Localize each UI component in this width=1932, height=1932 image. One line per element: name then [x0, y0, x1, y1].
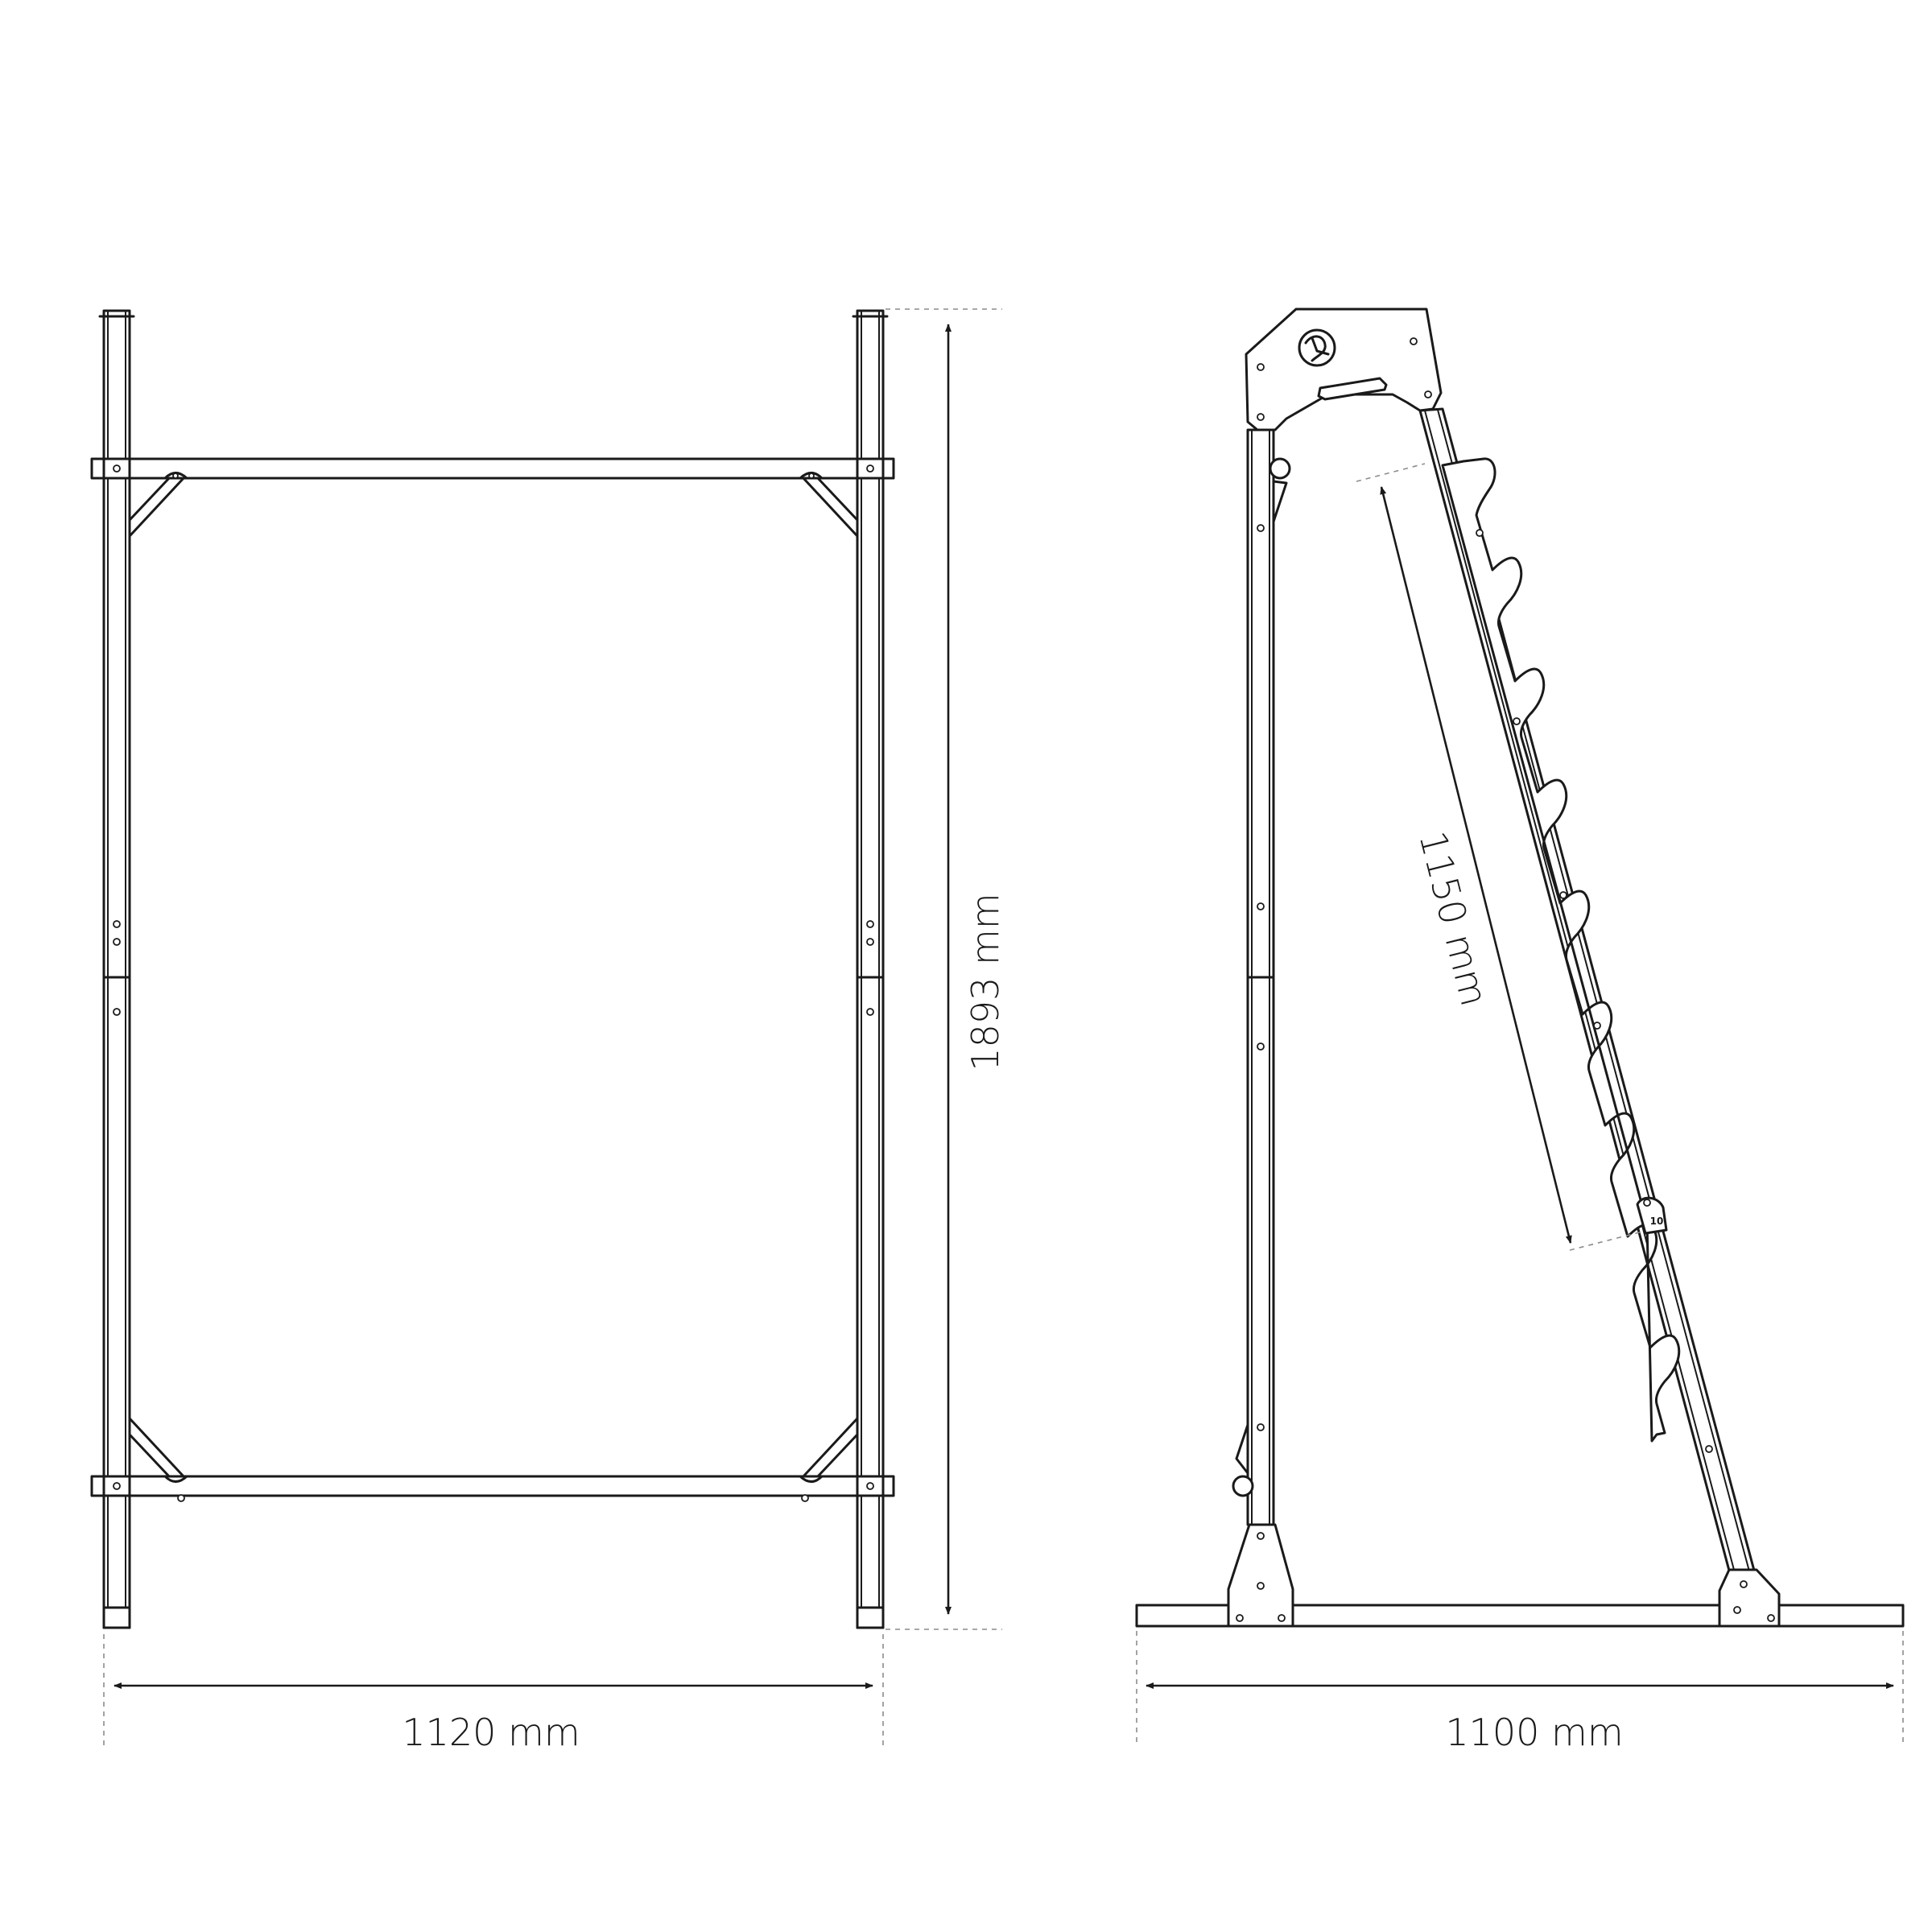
- rack-length-dimension-arrow: [1380, 486, 1572, 1244]
- front-bottom-right-gusset: [799, 1417, 859, 1483]
- side-front-foot-bracket: [1718, 1568, 1781, 1628]
- front-top-left-gusset: [128, 472, 188, 538]
- front-width-dimension: 1120 mm: [103, 1634, 884, 1754]
- front-bottom-crossbar: [90, 1475, 895, 1502]
- width-dimension-label: 1120 mm: [402, 1711, 580, 1754]
- side-lower-knob: [1232, 1423, 1254, 1497]
- side-back-upright: [1246, 428, 1275, 1526]
- front-height-dimension: 1893 mm: [886, 308, 1007, 1630]
- front-right-upright: [852, 309, 889, 1629]
- side-top-plate: [1245, 308, 1443, 431]
- front-top-crossbar: [90, 457, 895, 480]
- side-depth-dimension: 1100 mm: [1136, 1631, 1904, 1754]
- hook-plate-badge: 10: [1650, 1216, 1664, 1227]
- height-dimension-label: 1893 mm: [964, 893, 1007, 1071]
- brand-logo-icon: [1298, 328, 1336, 367]
- side-upper-knob: [1269, 457, 1291, 523]
- front-view: 1893 mm 1120 mm: [90, 308, 1007, 1754]
- rack-length-dimension-label: 1150 mm: [1410, 827, 1496, 1010]
- front-bottom-left-gusset: [128, 1417, 188, 1483]
- side-view: 10: [1135, 308, 1905, 1754]
- front-left-upright: [98, 309, 135, 1629]
- front-top-right-gusset: [799, 472, 859, 538]
- side-back-foot-bracket: [1227, 1523, 1294, 1628]
- depth-dimension-label: 1100 mm: [1445, 1711, 1623, 1754]
